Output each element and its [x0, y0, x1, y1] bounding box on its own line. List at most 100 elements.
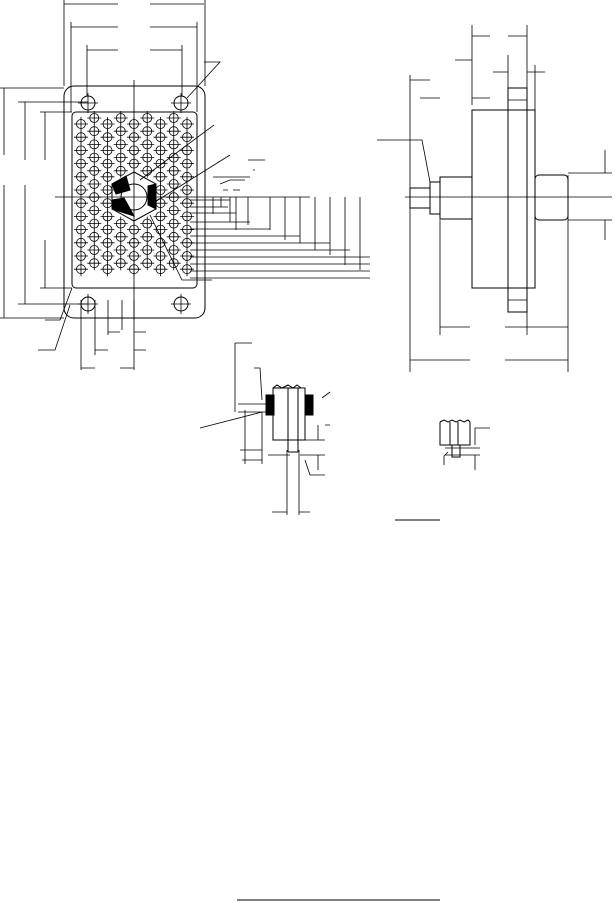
- contact-pin: [153, 235, 168, 250]
- contact-pin: [74, 183, 88, 197]
- detail-dimension-lines: [199, 342, 331, 515]
- contact-pin: [87, 111, 102, 125]
- contact-pin: [180, 262, 194, 277]
- contact-pin: [180, 156, 194, 171]
- contact-pin: [153, 130, 168, 145]
- contact-pin: [180, 196, 194, 211]
- contact-pin: [140, 124, 155, 139]
- contact-pin: [140, 216, 155, 231]
- contact-pin: [74, 156, 88, 171]
- contact-pin: [100, 235, 115, 250]
- pin-end: [409, 187, 431, 209]
- contact-pin: [100, 262, 115, 277]
- contact-pin: [100, 169, 115, 184]
- gasket: [265, 394, 275, 416]
- contact-pin: [113, 256, 128, 271]
- contact-pin: [166, 111, 181, 125]
- contact-pin: [87, 229, 102, 244]
- contact-pin: [153, 249, 168, 263]
- contact-pin: [166, 203, 181, 218]
- side-dimension-lines: [377, 25, 612, 372]
- contact-pin: [100, 117, 115, 131]
- contact-pin: [113, 150, 128, 165]
- coupling: [429, 181, 441, 215]
- contact-pin: [113, 137, 128, 152]
- contact-pin: [166, 150, 181, 165]
- flange-rim: [507, 87, 528, 313]
- contact-pin: [87, 203, 102, 218]
- panel-section: [272, 387, 306, 441]
- contact-pin: [180, 169, 194, 184]
- contact-pin: [113, 243, 128, 257]
- contact-pin: [153, 143, 168, 158]
- contact-pin: [113, 216, 128, 231]
- contact-pin: [180, 143, 194, 158]
- contact-pin: [87, 256, 102, 271]
- contact-pin: [74, 222, 88, 237]
- rear-body: [534, 174, 569, 221]
- contact-pin: [74, 209, 88, 224]
- contact-pin: [166, 177, 181, 191]
- contact-pin: [166, 243, 181, 257]
- contact-pin: [166, 216, 181, 231]
- contact-pin: [74, 130, 88, 145]
- contact-pin: [140, 243, 155, 257]
- contact-pin: [153, 222, 168, 237]
- contact-pin: [87, 124, 102, 139]
- contact-pin: [74, 196, 88, 211]
- pin-grid: [74, 111, 194, 277]
- contact-pin: [153, 169, 168, 184]
- centerlines: [55, 80, 310, 320]
- contact-pin: [140, 256, 155, 271]
- contact-pin: [180, 249, 194, 263]
- contact-pin: [87, 177, 102, 191]
- contact-pin: [74, 235, 88, 250]
- contact-pin: [153, 156, 168, 171]
- contact-pin: [113, 229, 128, 244]
- contact-pin: [180, 117, 194, 131]
- contact-pin: [180, 209, 194, 224]
- small-detail: [439, 419, 490, 470]
- contact-pin: [100, 249, 115, 263]
- contact-pin: [74, 249, 88, 263]
- contact-pin: [100, 130, 115, 145]
- contact-pin: [153, 209, 168, 224]
- contact-pin: [74, 143, 88, 158]
- contact-pin: [87, 243, 102, 257]
- contact-pin: [74, 169, 88, 184]
- contact-pin: [100, 143, 115, 158]
- contact-pin: [87, 137, 102, 152]
- contact-pin: [113, 111, 128, 125]
- contact-pin: [180, 183, 194, 197]
- contact-pin: [87, 150, 102, 165]
- contact-pin: [100, 156, 115, 171]
- mounting-detail: [199, 342, 331, 515]
- key-segment: [147, 183, 157, 210]
- contact-pin: [113, 124, 128, 139]
- mounting-flange: [471, 109, 536, 289]
- contact-pin: [180, 130, 194, 145]
- dimension-lines: [0, 0, 370, 370]
- contact-pin: [100, 209, 115, 224]
- contact-pin: [87, 216, 102, 231]
- nut: [304, 394, 314, 416]
- contact-pin: [166, 163, 181, 178]
- front-view: [0, 0, 370, 370]
- contact-pin: [140, 229, 155, 244]
- contact-pin: [166, 137, 181, 152]
- contact-pin: [153, 117, 168, 131]
- contact-pin: [180, 222, 194, 237]
- contact-pin: [140, 137, 155, 152]
- contact-pin: [166, 229, 181, 244]
- outer-plate: [63, 85, 206, 319]
- contact-pin: [100, 222, 115, 237]
- contact-pin: [153, 262, 168, 277]
- contact-pin: [140, 111, 155, 125]
- side-view: [377, 25, 612, 372]
- key-segment: [111, 197, 136, 217]
- contact-pin: [113, 163, 128, 178]
- contact-pin: [74, 262, 88, 277]
- contact-pin: [87, 163, 102, 178]
- contact-pin: [74, 117, 88, 131]
